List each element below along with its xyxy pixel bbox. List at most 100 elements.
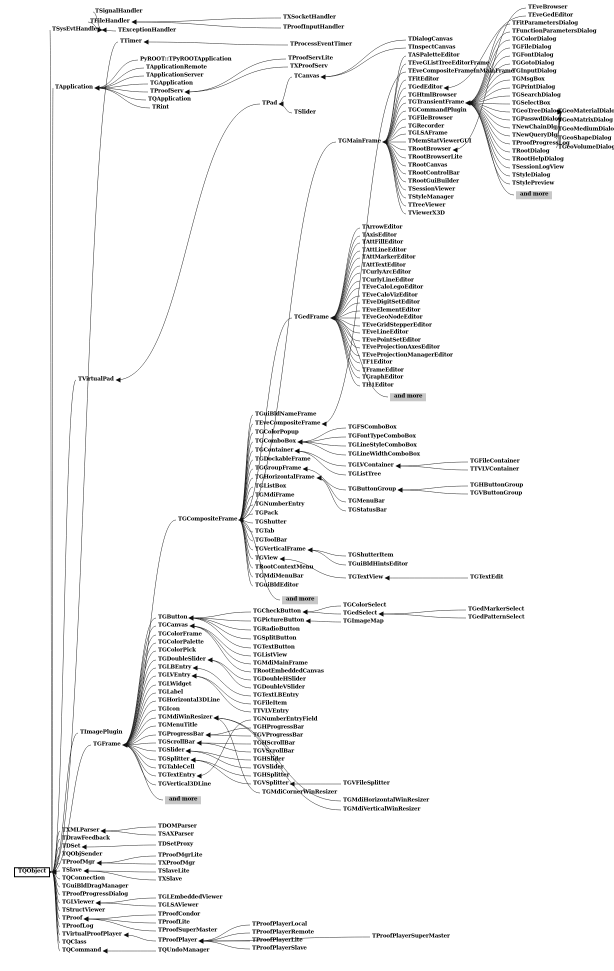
class-node-tgmenutitle[interactable]: TGMenuTitle xyxy=(158,722,198,729)
class-node-tglembeddedviewer[interactable]: TGLEmbeddedViewer xyxy=(158,894,223,901)
class-node-tgshutter[interactable]: TGShutter xyxy=(255,519,287,526)
class-node-tvirtualproofplayer[interactable]: TVirtualProofPlayer xyxy=(62,931,122,938)
class-node-ttvlventry[interactable]: TTVLVEntry xyxy=(253,708,289,715)
class-node-tqclass[interactable]: TQClass xyxy=(62,939,87,946)
class-node-tgsplitter[interactable]: TGSplitter xyxy=(158,756,190,763)
class-node-tgdoubleslider[interactable]: TGDoubleSlider xyxy=(158,656,206,663)
class-node-tgedselect[interactable]: TGedSelect xyxy=(343,610,378,617)
class-node-tqobject[interactable]: TQObject xyxy=(14,867,51,877)
class-node-tgeoshapedialog[interactable]: TGeoShapeDialog xyxy=(558,135,612,142)
class-node-tqconnection[interactable]: TQConnection xyxy=(62,875,105,882)
class-node-tggotodialog[interactable]: TGGotoDialog xyxy=(512,60,555,67)
class-node-tproof[interactable]: TProof xyxy=(62,915,83,922)
class-node-tgfilecontainer[interactable]: TGFileContainer xyxy=(470,458,520,465)
class-node-tf1editor[interactable]: TF1Editor xyxy=(362,359,393,366)
class-node-taspaletteeditor[interactable]: TASPaletteEditor xyxy=(408,52,460,59)
class-node-tgmdimenubar[interactable]: TGMdiMenuBar xyxy=(255,573,304,580)
class-node-tnewchaindlg[interactable]: TNewChainDlg xyxy=(512,124,557,131)
class-node-tgapplication[interactable]: TGApplication xyxy=(150,80,193,87)
class-node-tdrawfeedback[interactable]: TDrawFeedback xyxy=(62,835,110,842)
class-node-ttreeviewer[interactable]: TTreeViewer xyxy=(408,202,446,209)
class-node-ttimer[interactable]: TTimer xyxy=(120,38,142,45)
class-node-tfitparametersdialog[interactable]: TFitParametersDialog xyxy=(512,20,579,27)
class-node-tgicon[interactable]: TGIcon xyxy=(158,706,180,713)
class-node-tgmdimainframe[interactable]: TGMdiMainFrame xyxy=(253,660,308,667)
class-node-tstyledialog[interactable]: TStyleDialog xyxy=(512,172,551,179)
class-node-tgfonttypecombobox[interactable]: TGFontTypeComboBox xyxy=(348,433,416,440)
class-node-tproofplayerslave[interactable]: TProofPlayerSlave xyxy=(252,945,307,952)
class-node-tgedframe[interactable]: TGedFrame xyxy=(294,314,329,321)
class-node-tglviewer[interactable]: TGLViewer xyxy=(62,899,94,906)
class-node-tevedigitseteditor[interactable]: TEveDigitSetEditor xyxy=(362,299,420,306)
class-node-tgprintdialog[interactable]: TGPrintDialog xyxy=(512,84,556,91)
class-node-tproofsupermaster[interactable]: TProofSuperMaster xyxy=(158,927,218,934)
class-node-tgcompositeframe[interactable]: TGCompositeFrame xyxy=(178,516,238,523)
class-node-tglinestylecombobox[interactable]: TGLineStyleComboBox xyxy=(348,442,417,449)
class-node-tgededitor[interactable]: TGedEditor xyxy=(408,84,443,91)
class-node-tginputdialog[interactable]: TGInputDialog xyxy=(512,68,557,75)
class-node-tattlineeditor[interactable]: TAttLineEditor xyxy=(362,247,407,254)
class-node-tqapplication[interactable]: TQApplication xyxy=(148,96,191,103)
class-node-tgtextlbentry[interactable]: TGTextLBEntry xyxy=(253,692,299,699)
class-node-tgbutton[interactable]: TGButton xyxy=(158,614,188,621)
class-node-tproofservlite[interactable]: TProofServLite xyxy=(288,55,333,62)
class-node-pyroot-tpyrootapplication[interactable]: PyROOT::TPyROOTApplication xyxy=(140,56,232,63)
class-node-trootcontextmenu[interactable]: TRootContextMenu xyxy=(255,564,314,571)
class-node-ttvlvcontainer[interactable]: TTVLVContainer xyxy=(470,466,519,473)
class-node-tglventry[interactable]: TGLVEntry xyxy=(158,672,191,679)
class-node-tsessionlogview[interactable]: TSessionLogView xyxy=(512,164,564,171)
class-node-tgfscombobox[interactable]: TGFSComboBox xyxy=(348,424,397,431)
class-node-tglsaviewer[interactable]: TGLSAViewer xyxy=(158,902,199,909)
class-node-tproofplayer[interactable]: TProofPlayer xyxy=(158,937,198,944)
class-node-tghbuttongroup[interactable]: TGHButtonGroup xyxy=(470,482,524,489)
class-node-tgcolorframe[interactable]: TGColorFrame xyxy=(158,631,202,638)
class-node-tghorizontal3dline[interactable]: TGHorizontal3DLine xyxy=(158,697,220,704)
class-node-tglinewidthcombobox[interactable]: TGLineWidthComboBox xyxy=(348,451,420,458)
class-node-tglabel[interactable]: TGLabel xyxy=(158,689,183,696)
class-node-tgtablecell[interactable]: TGTableCell xyxy=(158,764,195,771)
class-node-teveelementeditor[interactable]: TEveElementEditor xyxy=(362,307,421,314)
class-node-tghsplitter[interactable]: TGHSplitter xyxy=(253,772,290,779)
class-node-tglvcontainer[interactable]: TGLVContainer xyxy=(348,462,394,469)
class-node-tgeovolumedialog[interactable]: TGeoVolumeDialog xyxy=(558,144,614,151)
class-node-tqobjsender[interactable]: TQObjSender xyxy=(62,851,103,858)
class-node-tgcolorselect[interactable]: TGColorSelect xyxy=(343,602,387,609)
class-node-tevecalolegoeditor[interactable]: TEveCaloLegoEditor xyxy=(362,284,423,291)
class-node-tevecalovizeditor[interactable]: TEveCaloVizEditor xyxy=(362,292,418,299)
class-node-tviewerx3d[interactable]: TViewerX3D xyxy=(408,210,445,217)
class-node-tghtmlbrowser[interactable]: TGHtmlBrowser xyxy=(408,92,457,99)
class-node-tgpasswddialog[interactable]: TGPasswdDialog xyxy=(512,116,562,123)
class-node-tslider[interactable]: TSlider xyxy=(294,109,316,116)
class-node-tstructviewer[interactable]: TStructViewer xyxy=(62,907,105,914)
class-node-tarroweditor[interactable]: TArrowEditor xyxy=(362,224,403,231)
class-node-tcurlylineeditor[interactable]: TCurlyLineEditor xyxy=(362,277,414,284)
class-node-tgimagemap[interactable]: TGImageMap xyxy=(343,618,384,625)
class-node-tgverticalframe[interactable]: TGVerticalFrame xyxy=(255,546,306,553)
class-node-tgbuttongroup[interactable]: TGButtonGroup xyxy=(348,486,396,493)
class-node-tgvslider[interactable]: TGVSlider xyxy=(253,764,284,771)
class-node-tvirtualpad[interactable]: TVirtualPad xyxy=(78,376,114,383)
class-node-tgrapheditor[interactable]: TGraphEditor xyxy=(362,374,404,381)
class-node-tproofplayersupermaster[interactable]: TProofPlayerSuperMaster xyxy=(372,933,450,940)
class-node-tapplicationserver[interactable]: TApplicationServer xyxy=(146,72,204,79)
class-node-tqcommand[interactable]: TQCommand xyxy=(62,947,102,954)
class-node-tstylemanager[interactable]: TStyleManager xyxy=(408,194,454,201)
class-node-tevegeonodeeditor[interactable]: TEveGeoNodeEditor xyxy=(362,314,423,321)
class-node-tgeomatrixdialog[interactable]: TGeoMatrixDialog xyxy=(558,117,613,124)
class-node-tsessionviewer[interactable]: TSessionViewer xyxy=(408,186,456,193)
class-node-tgmdiframe[interactable]: TGMdiFrame xyxy=(255,492,295,499)
class-node-tattmarkereditor[interactable]: TAttMarkerEditor xyxy=(362,254,416,261)
class-node-trootcanvas[interactable]: TRootCanvas xyxy=(408,162,448,169)
class-node-tgeomaterialdialog[interactable]: TGeoMaterialDialog xyxy=(558,108,614,115)
class-node-tgeotreedialog[interactable]: TGeoTreeDialog xyxy=(512,108,561,115)
class-node-tapplicationremote[interactable]: TApplicationRemote xyxy=(146,64,207,71)
class-node-tgvscrollbar[interactable]: TGVScrollBar xyxy=(253,748,295,755)
class-node-tguibldhintseditor[interactable]: TGuiBldHintsEditor xyxy=(348,561,408,568)
class-node-tgmsgbox[interactable]: TGMsgBox xyxy=(512,76,545,83)
class-node-tdialogcanvas[interactable]: TDialogCanvas xyxy=(408,36,453,43)
class-node-tgdoublevslider[interactable]: TGDoubleVSlider xyxy=(253,684,305,691)
class-node-tgtextbutton[interactable]: TGTextButton xyxy=(253,644,295,651)
class-node-tgtextentry[interactable]: TGTextEntry xyxy=(158,772,196,779)
class-node-tdsetproxy[interactable]: TDSetProxy xyxy=(158,841,194,848)
class-node-tghorizontalframe[interactable]: TGHorizontalFrame xyxy=(255,474,315,481)
